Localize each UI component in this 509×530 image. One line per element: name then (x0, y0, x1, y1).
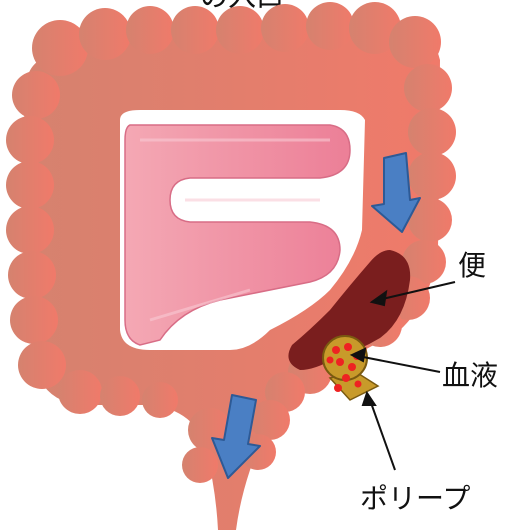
stool-label: 便 (458, 249, 486, 282)
stool (288, 250, 411, 370)
polyp-label: ポリープ (360, 482, 470, 515)
polyp (322, 335, 380, 401)
down-arrow-icon (371, 152, 421, 233)
large-intestine (6, 2, 456, 530)
down-arrow-icon (211, 394, 261, 479)
blood-label: 血液 (442, 359, 498, 392)
small-intestine (124, 124, 351, 346)
pointer-lines (349, 281, 456, 471)
